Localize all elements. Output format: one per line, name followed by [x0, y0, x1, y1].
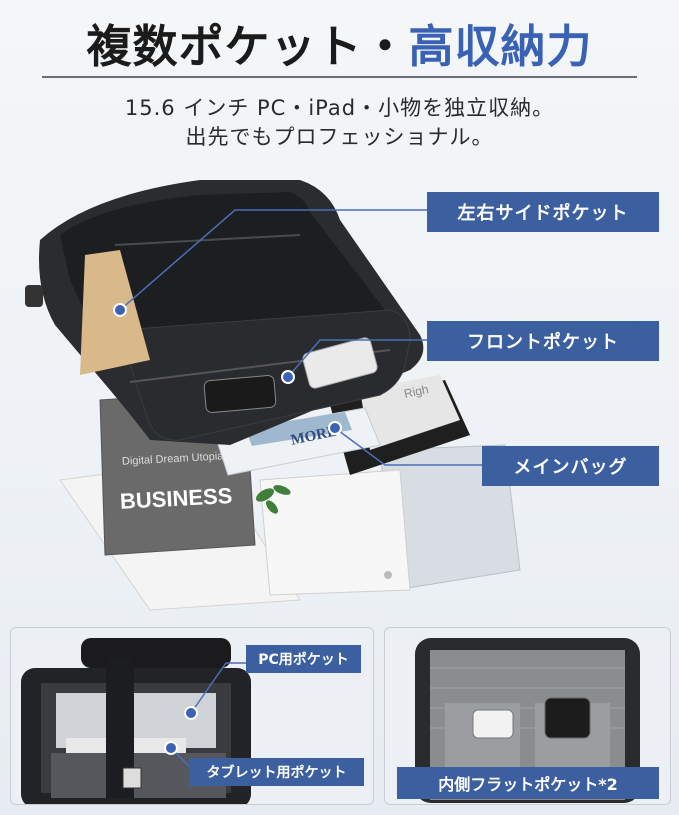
title-part-1: 複数ポケット・	[86, 20, 409, 73]
dot-pc-pocket	[184, 706, 198, 720]
dot-tablet-pocket	[164, 741, 178, 755]
line-front-pocket	[287, 339, 430, 378]
callout-tablet-pocket: タブレット用ポケット	[189, 758, 364, 786]
front-pocket	[119, 309, 411, 441]
book-right-text: Righ	[403, 382, 430, 401]
dot-side-pockets	[113, 303, 127, 317]
callout-front-pocket: フロントポケット	[427, 321, 659, 361]
line-pc-pocket	[190, 662, 246, 714]
book-business-title: BUSINESS	[119, 483, 233, 514]
phone-inner-2	[544, 697, 591, 739]
dot-main-bag	[328, 421, 342, 435]
callout-main-bag: メインバッグ	[482, 446, 659, 486]
phone-front-2	[302, 337, 378, 389]
callout-side-pockets: 左右サイドポケット	[427, 192, 659, 232]
detail-panel-pc: PC用ポケット タブレット用ポケット	[10, 627, 374, 805]
subtitle-line-2: 出先でもプロフェッショナル。	[185, 125, 494, 149]
title-part-2: 高収納力	[408, 20, 593, 73]
detail-panel-inner: 内側フラットポケット*2	[384, 627, 671, 805]
subtitle-line-1: 15.6 インチ PC・iPad・小物を独立収納。	[124, 96, 555, 120]
phone-front-1	[203, 375, 277, 413]
book-digital-title: Digital Dream Utopia	[122, 450, 225, 467]
dot-front-pocket	[281, 370, 295, 384]
page-title: 複数ポケット・高収納力	[0, 10, 679, 75]
phone-inner-1	[472, 709, 514, 739]
callout-pc-pocket: PC用ポケット	[246, 645, 361, 673]
product-illustration: BUSINESS Digital Dream Utopia Righ MORE	[25, 180, 521, 611]
callout-inner-flat-pocket: 内側フラットポケット*2	[397, 767, 659, 799]
plant-leaves	[255, 485, 291, 514]
line-side-pockets	[119, 209, 430, 311]
title-divider	[42, 76, 637, 78]
line-main-bag	[334, 427, 485, 466]
subtitle: 15.6 インチ PC・iPad・小物を独立収納。 出先でもプロフェッショナル。	[0, 94, 679, 152]
